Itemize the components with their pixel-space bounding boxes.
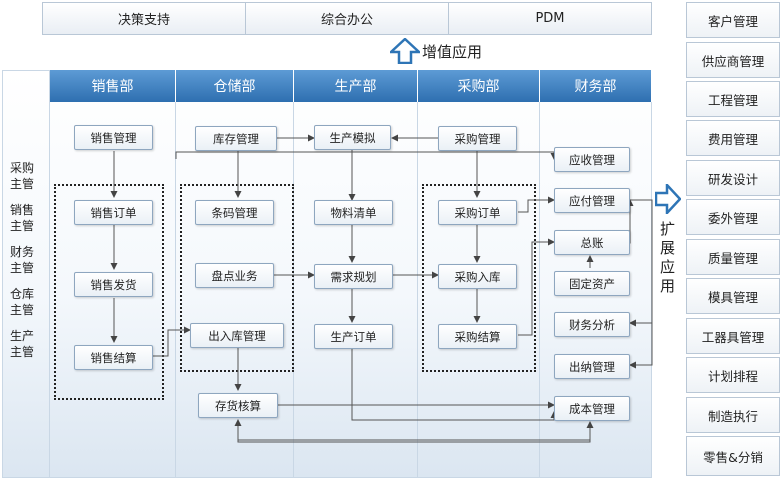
box-accounts-receivable[interactable]: 应收管理 xyxy=(554,147,630,172)
column-sales xyxy=(50,70,176,478)
right-arrow-icon xyxy=(655,184,681,214)
box-sales-settlement[interactable]: 销售结算 xyxy=(74,345,153,370)
ext-mold-management[interactable]: 模具管理 xyxy=(686,278,780,314)
box-barcode-management[interactable]: 条码管理 xyxy=(195,200,274,225)
dept-header-sales: 销售部 xyxy=(50,70,176,102)
roles-column xyxy=(2,70,50,478)
box-sales-shipping[interactable]: 销售发货 xyxy=(74,272,153,297)
ext-retail-distribution[interactable]: 零售&分销 xyxy=(686,436,780,476)
dept-header-warehouse: 仓储部 xyxy=(176,70,294,102)
top-bar: 决策支持 综合办公 PDM xyxy=(42,2,652,35)
top-cell-pdm[interactable]: PDM xyxy=(535,11,565,26)
ext-outsourcing-management[interactable]: 委外管理 xyxy=(686,199,780,235)
role-production-manager: 生产主管 xyxy=(10,329,35,359)
column-purchasing xyxy=(418,70,540,478)
column-production xyxy=(294,70,418,478)
box-sales-order[interactable]: 销售订单 xyxy=(74,200,153,225)
box-purchase-receiving[interactable]: 采购入库 xyxy=(438,264,517,289)
ext-expense-management[interactable]: 费用管理 xyxy=(686,120,780,156)
box-stock-accounting[interactable]: 存货核算 xyxy=(198,393,278,418)
top-cell-office[interactable]: 综合办公 xyxy=(246,3,449,34)
role-finance-manager: 财务主管 xyxy=(10,245,35,275)
extension-label: 扩展应用 xyxy=(660,220,676,295)
box-fixed-assets[interactable]: 固定资产 xyxy=(554,271,630,296)
value-added-label: 增值应用 xyxy=(422,43,483,61)
role-warehouse-manager: 仓库主管 xyxy=(10,287,35,317)
box-financial-analysis[interactable]: 财务分析 xyxy=(554,312,630,337)
ext-tooling-management[interactable]: 工器具管理 xyxy=(686,318,780,354)
top-cell-decision-support[interactable]: 决策支持 xyxy=(43,3,246,34)
roles-list: 采购主管 销售主管 财务主管 仓库主管 生产主管 xyxy=(10,160,40,370)
ext-supplier-management[interactable]: 供应商管理 xyxy=(686,42,780,78)
box-cost-management[interactable]: 成本管理 xyxy=(554,396,630,421)
box-cashier-management[interactable]: 出纳管理 xyxy=(554,354,630,379)
box-production-simulation[interactable]: 生产模拟 xyxy=(314,125,391,150)
ext-manufacturing-execution[interactable]: 制造执行 xyxy=(686,397,780,433)
ext-engineering-management[interactable]: 工程管理 xyxy=(686,81,780,117)
dept-header-production: 生产部 xyxy=(294,70,418,102)
box-purchase-order[interactable]: 采购订单 xyxy=(438,200,517,225)
ext-rd-design[interactable]: 研发设计 xyxy=(686,160,780,196)
role-sales-manager: 销售主管 xyxy=(10,203,35,233)
box-inventory-management[interactable]: 库存管理 xyxy=(195,126,277,151)
box-bom[interactable]: 物料清单 xyxy=(314,200,393,225)
dept-header-finance: 财务部 xyxy=(540,70,652,102)
box-accounts-payable[interactable]: 应付管理 xyxy=(554,188,630,213)
box-sales-management[interactable]: 销售管理 xyxy=(74,125,153,150)
role-purchasing-manager: 采购主管 xyxy=(10,161,35,191)
sales-process-group xyxy=(54,184,164,400)
ext-customer-management[interactable]: 客户管理 xyxy=(686,2,780,38)
box-purchase-settlement[interactable]: 采购结算 xyxy=(438,324,517,349)
purchasing-process-group xyxy=(422,184,536,372)
box-in-out-management[interactable]: 出入库管理 xyxy=(190,323,284,348)
ext-planning-scheduling[interactable]: 计划排程 xyxy=(686,357,780,393)
dept-header-purchasing: 采购部 xyxy=(418,70,540,102)
box-purchasing-management[interactable]: 采购管理 xyxy=(438,126,517,151)
box-demand-planning[interactable]: 需求规划 xyxy=(314,264,393,289)
box-general-ledger[interactable]: 总账 xyxy=(554,230,630,255)
ext-quality-management[interactable]: 质量管理 xyxy=(686,239,780,275)
box-production-order[interactable]: 生产订单 xyxy=(314,324,393,349)
up-arrow-icon xyxy=(390,38,420,64)
box-stocktake[interactable]: 盘点业务 xyxy=(195,263,274,288)
warehouse-process-group xyxy=(180,184,294,372)
